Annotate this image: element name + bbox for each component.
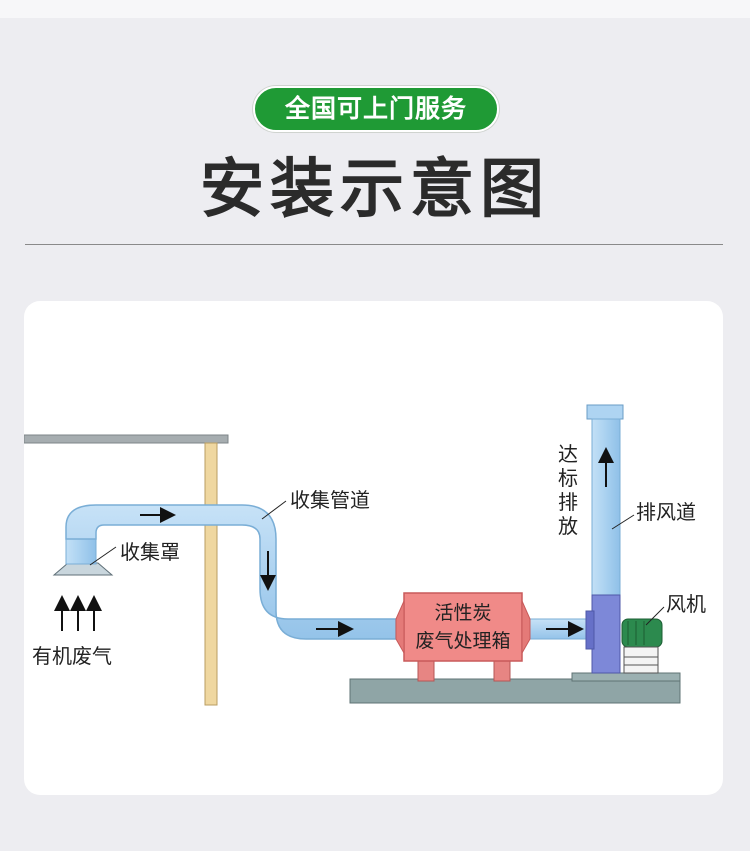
hood-neck [65,537,97,565]
discharge-label-3: 排 [558,490,578,514]
fan-label: 风机 [666,592,706,616]
leader-line [261,500,287,520]
collection-duct [65,504,397,640]
title-divider [25,244,723,245]
collection-hood [52,562,114,576]
stack-flange [585,610,595,650]
leader-line [89,546,117,566]
hood-label: 收集罩 [120,540,180,564]
discharge-label-1: 达 [558,442,578,466]
fan-stand [623,646,659,674]
box-label-line2: 废气处理箱 [415,630,510,652]
support-post [204,442,218,706]
box-leg-left [417,658,435,682]
leader-line [645,606,665,626]
discharge-label-2: 标 [558,466,578,490]
diagram-panel: 活性炭 废气处理箱 收集罩 有机废气 收集管道 排风道 [24,301,723,795]
leader-line [611,514,635,530]
ceiling-beam [24,434,229,444]
fan-base [571,672,681,682]
equipment-base [349,678,681,704]
service-badge: 全国可上门服务 [253,86,499,132]
carbon-box [403,592,523,662]
exhaust-stack [591,418,621,596]
exhaust-duct-label: 排风道 [636,500,696,524]
discharge-label-4: 放 [558,514,578,538]
top-strip [0,0,750,18]
box-leg-right [493,658,511,682]
page-title: 安装示意图 [200,153,550,227]
box-label-line1: 活性炭 [434,602,491,624]
stack-cap [586,404,624,420]
box-inlet-taper [395,600,405,655]
box-outlet-taper [521,600,531,655]
stack-lower [591,594,621,674]
installation-diagram: 活性炭 废气处理箱 收集罩 有机废气 收集管道 排风道 [24,404,706,706]
collection-duct-label: 收集管道 [290,488,370,512]
exhaust-in-label: 有机废气 [32,644,112,668]
